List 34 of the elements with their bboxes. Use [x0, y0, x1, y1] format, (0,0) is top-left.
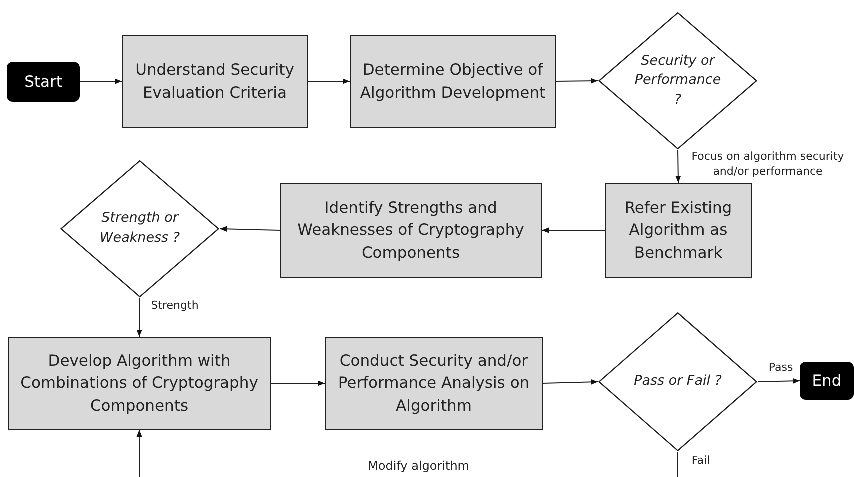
process-box	[350, 35, 556, 128]
arrow	[220, 226, 280, 232]
arrow	[542, 379, 598, 385]
node-text: Conduct Security and/or Performance Analysis on Algorithm	[337, 350, 531, 417]
arrow	[542, 228, 606, 234]
arrow	[676, 150, 682, 184]
arrow	[136, 430, 678, 477]
arrow	[308, 78, 350, 84]
arrow	[758, 378, 800, 384]
process-box	[8, 337, 271, 430]
terminal-label: Start	[24, 72, 64, 93]
arrow	[80, 78, 122, 84]
arrow	[556, 78, 598, 84]
decision-diamond	[60, 160, 220, 298]
process-box	[122, 35, 308, 128]
node-text: Pass or Fail ?	[633, 372, 723, 392]
decision-diamond	[598, 312, 758, 452]
terminal-box	[7, 62, 80, 102]
node-text: Security or Performance ?	[634, 52, 722, 110]
arrow	[270, 380, 326, 386]
arrow	[136, 298, 142, 338]
process-box	[605, 183, 752, 278]
process-box	[280, 183, 542, 278]
note-label: Modify algorithm	[368, 459, 470, 473]
terminal-box	[800, 362, 854, 400]
node-text: Refer Existing Algorithm as Benchmark	[624, 198, 734, 264]
node-text: Understand Security Evaluation Criteria	[134, 60, 296, 104]
node-text: Identify Strengths and Weaknesses of Cryptography Components	[296, 198, 526, 264]
decision-diamond	[598, 12, 758, 150]
node-text: Develop Algorithm with Combinations of Cryptography Components	[20, 350, 260, 417]
terminal-label: End	[811, 370, 843, 392]
node-text: Determine Objective of Algorithm Development	[359, 60, 547, 104]
node-text: Strength or Weakness ?	[98, 209, 182, 248]
process-box	[325, 337, 543, 430]
